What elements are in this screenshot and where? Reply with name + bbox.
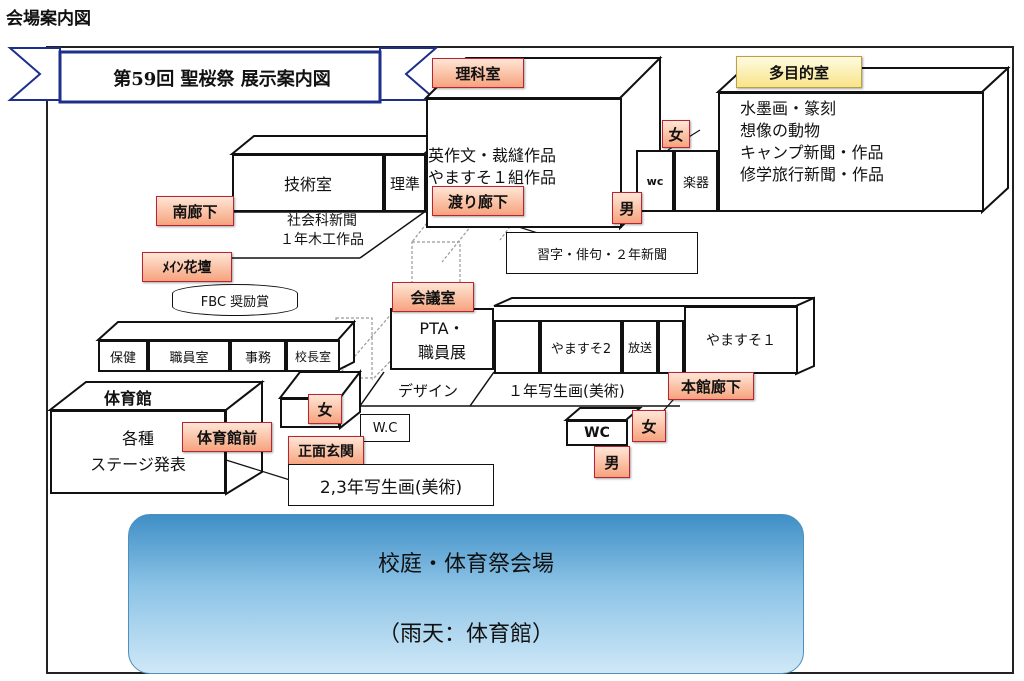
nurse-room[interactable]: 保健 <box>98 340 148 372</box>
main-women-restroom-sign: 女 <box>632 410 666 442</box>
science-room-item-1: 英作文・裁縫作品 <box>428 146 557 165</box>
front-women-restroom-sign: 女 <box>308 394 342 424</box>
gymnasium-title: 体育館 <box>104 389 153 408</box>
schoolyard-field[interactable] <box>128 514 804 674</box>
stage-events-line-1: 各種 <box>121 429 154 448</box>
wc-annex[interactable]: wc <box>636 150 674 212</box>
multipurpose-item-3: キャンプ新聞・作品 <box>740 143 884 162</box>
label-front-entrance: 正面玄関 <box>288 436 364 466</box>
office[interactable]: 事務 <box>230 340 286 372</box>
main-building-room-a[interactable] <box>494 320 540 374</box>
science-room-item-2: やますそ１組作品 <box>428 168 557 187</box>
woodwork-exhibit: １年木工作品 <box>280 232 364 248</box>
broadcast-room[interactable]: 放送 <box>622 320 658 374</box>
women-restroom-sign: 女 <box>662 120 690 148</box>
first-year-sketch-exhibit[interactable]: １年写生画(美術) <box>508 382 625 400</box>
yamasuso1-room[interactable]: やますそ１ <box>684 306 798 374</box>
pta-exhibit-line-1: PTA・ <box>419 319 465 338</box>
conference-room[interactable]: PTA・ 職員展 <box>390 308 494 370</box>
field-subtitle: （雨天：体育館） <box>377 622 554 647</box>
science-prep-room[interactable]: 理準 <box>384 154 426 212</box>
fbc-award-exhibit[interactable]: FBC 奨励賞 <box>172 284 298 316</box>
second-third-year-sketch-exhibit[interactable]: 2,3年写生画(美術) <box>288 464 494 506</box>
page-title: 会場案内図 <box>6 9 91 29</box>
label-conference-room: 会議室 <box>392 282 474 312</box>
men-restroom-sign: 男 <box>612 192 642 224</box>
main-building-room-b[interactable] <box>658 320 684 374</box>
banner-title: 第59回 聖桜祭 展示案内図 <box>113 69 331 90</box>
stage-events-line-2: ステージ発表 <box>90 455 186 474</box>
social-studies-newspaper: 社会科新聞 <box>287 213 357 229</box>
label-south-corridor: 南廊下 <box>156 196 234 226</box>
front-wc[interactable]: W.C <box>360 414 410 442</box>
science-room[interactable]: 英作文・裁縫作品 やますそ１組作品 <box>426 98 622 228</box>
multipurpose-item-2: 想像の動物 <box>740 121 821 140</box>
south-corridor-exhibits: 社会科新聞 １年木工作品 <box>262 212 382 250</box>
yamasuso2-room[interactable]: やますそ2 <box>540 320 622 374</box>
main-wc[interactable]: WC <box>566 420 628 446</box>
pta-exhibit-line-2: 職員展 <box>417 343 466 362</box>
multipurpose-item-4: 修学旅行新聞・作品 <box>740 165 885 184</box>
label-connecting-corridor: 渡り廊下 <box>432 186 524 216</box>
label-gym-front: 体育館前 <box>182 422 272 452</box>
tech-room[interactable]: 技術室 <box>232 154 384 212</box>
main-men-restroom-sign: 男 <box>594 446 630 478</box>
label-main-flowerbed: ﾒｲﾝ花壇 <box>142 252 232 282</box>
field-title: 校庭・体育祭会場 <box>377 552 554 577</box>
multipurpose-item-1: 水墨画・篆刻 <box>740 99 837 118</box>
label-multipurpose-room: 多目的室 <box>736 56 862 88</box>
label-science-room: 理科室 <box>432 58 524 88</box>
instrument-room[interactable]: 楽器 <box>674 150 718 212</box>
staff-room[interactable]: 職員室 <box>148 340 230 372</box>
calligraphy-haiku-exhibit[interactable]: 習字・俳句・２年新聞 <box>506 232 698 274</box>
multipurpose-room[interactable]: 水墨画・篆刻 想像の動物 キャンプ新聞・作品 修学旅行新聞・作品 <box>718 92 984 212</box>
label-main-corridor: 本館廊下 <box>668 372 754 400</box>
design-exhibit[interactable]: デザイン <box>398 382 459 400</box>
principal-office[interactable]: 校長室 <box>286 340 340 372</box>
